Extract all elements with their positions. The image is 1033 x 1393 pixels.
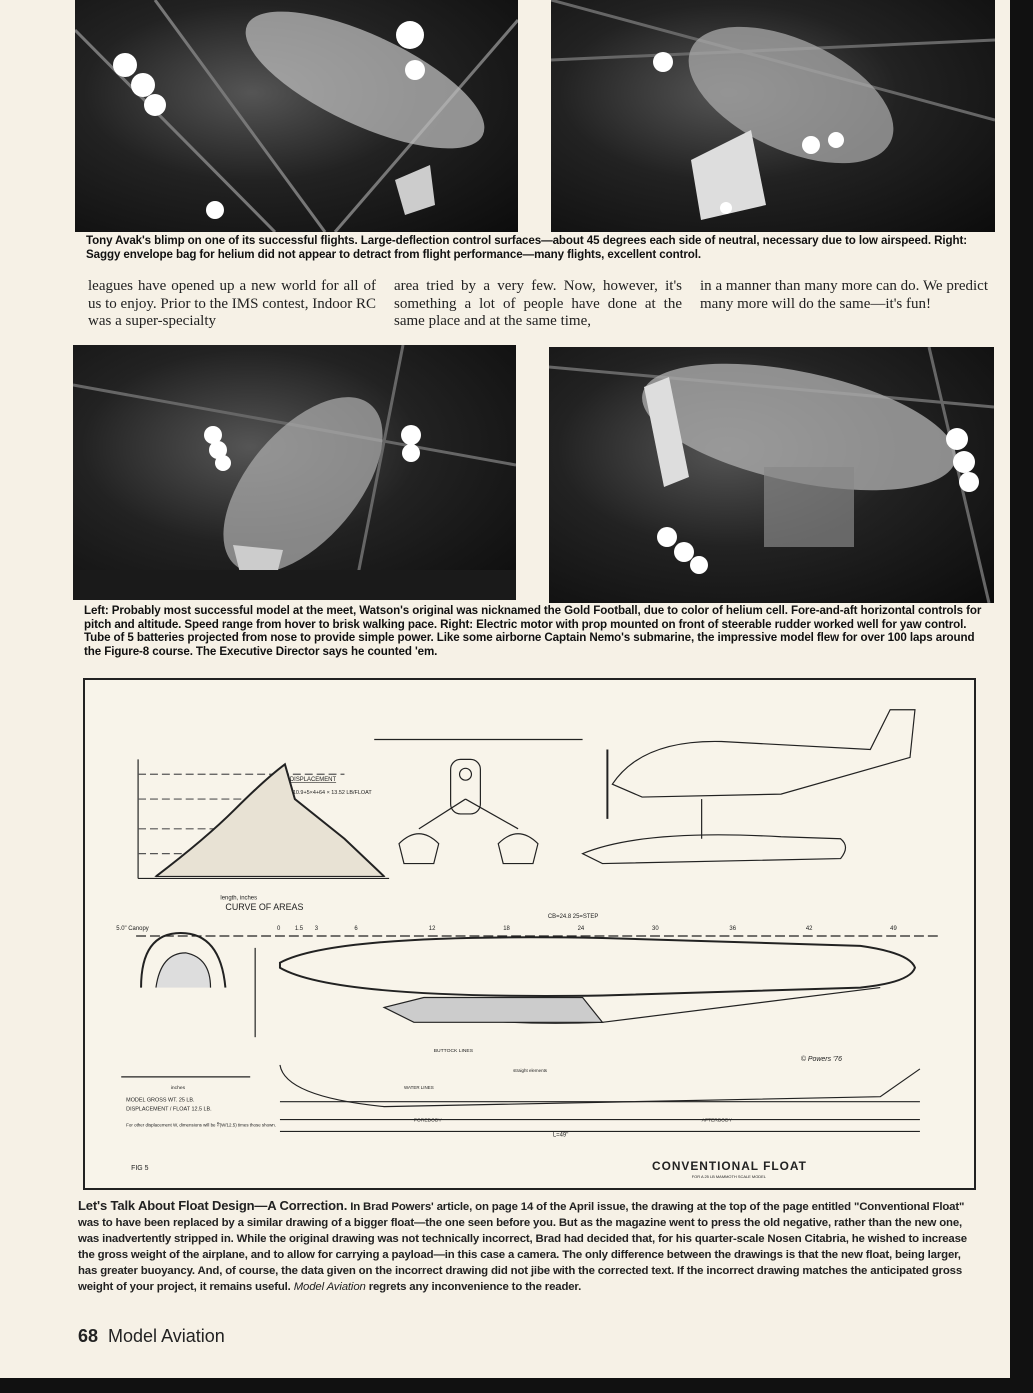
- photo-blimp-flight: [75, 0, 518, 232]
- svg-text:WATER LINES: WATER LINES: [404, 1085, 434, 1090]
- svg-text:30: 30: [652, 926, 659, 932]
- float-profile-view: FOREBODY AFTERBODY L=49" WATER LINES str…: [279, 1064, 921, 1138]
- correction-text: In Brad Powers' article, on page 14 of t…: [78, 1201, 967, 1293]
- svg-text:L=49": L=49": [553, 1132, 568, 1138]
- svg-text:49: 49: [890, 926, 897, 932]
- correction-notice: Let's Talk About Float Design—A Correcti…: [78, 1198, 978, 1295]
- svg-text:24: 24: [578, 926, 585, 932]
- scaling-note: For other displacement W, dimensions wil…: [126, 1122, 276, 1127]
- svg-text:36: 36: [729, 926, 736, 932]
- airplane-side-view: [581, 709, 916, 865]
- artist-signature: © Powers '76: [801, 1055, 842, 1063]
- svg-text:0: 0: [277, 926, 281, 932]
- caption-middle: Left: Probably most successful model at …: [84, 604, 982, 658]
- photo-electric-blimp: [549, 347, 994, 603]
- page-footer: 68 Model Aviation: [78, 1326, 225, 1347]
- gross-weight: MODEL GROSS WT. 25 LB.: [126, 1098, 195, 1104]
- svg-text:AFTERBODY: AFTERBODY: [702, 1118, 733, 1124]
- svg-text:1.5: 1.5: [295, 926, 304, 932]
- body-column-3: in a manner than many more can do. We pr…: [700, 278, 988, 312]
- svg-text:6: 6: [354, 926, 358, 932]
- caption-top: Tony Avak's blimp on one of its successf…: [86, 234, 967, 261]
- displacement-label: DISPLACEMENT: [290, 777, 337, 783]
- svg-text:5.0" Canopy: 5.0" Canopy: [116, 926, 149, 932]
- svg-text:42: 42: [806, 926, 813, 932]
- body-column-2: area tried by a very few. Now, however, …: [394, 278, 682, 329]
- magazine-title: Model Aviation: [108, 1326, 225, 1346]
- buttock-lines-label: BUTTOCK LINES: [434, 1048, 474, 1054]
- svg-text:inches: inches: [171, 1085, 186, 1091]
- body-column-1: leagues have opened up a new world for a…: [88, 278, 376, 329]
- photo-saggy-envelope: [551, 0, 995, 232]
- magazine-page: Tony Avak's blimp on one of its successf…: [0, 0, 1010, 1378]
- svg-text:18: 18: [503, 926, 510, 932]
- displacement-per-float: DISPLACEMENT / FLOAT 12.5 LB.: [126, 1107, 212, 1113]
- figure-number: FIG 5: [131, 1165, 148, 1172]
- magazine-name-italic: Model Aviation: [293, 1281, 366, 1293]
- svg-text:straight elements: straight elements: [513, 1068, 548, 1073]
- float-plan-view: [140, 932, 917, 1038]
- correction-heading: Let's Talk About Float Design—A Correcti…: [78, 1198, 348, 1213]
- drawing-subtitle: FOR A 25 LB MAMMOTH SCALE MODEL: [692, 1174, 767, 1179]
- displacement-formula: 10.9+5×4+64 × 13.52 LB/FLOAT: [293, 790, 372, 796]
- svg-text:FOREBODY: FOREBODY: [414, 1118, 442, 1124]
- correction-closing: regrets any inconvenience to the reader.: [368, 1281, 582, 1293]
- page-number: 68: [78, 1326, 99, 1346]
- curve-of-areas: CURVE OF AREAS length, inches DISPLACEME…: [137, 759, 390, 912]
- scale-bar: inches: [121, 1076, 251, 1091]
- drawing-title: CONVENTIONAL FLOAT: [652, 1159, 807, 1173]
- svg-text:3: 3: [315, 926, 319, 932]
- curve-title: CURVE OF AREAS: [225, 902, 303, 912]
- article-body: leagues have opened up a new world for a…: [88, 278, 988, 331]
- svg-text:12: 12: [429, 926, 436, 932]
- conventional-float-drawing: CURVE OF AREAS length, inches DISPLACEME…: [83, 678, 976, 1190]
- svg-text:CB=24.8 25=STEP: CB=24.8 25=STEP: [548, 914, 599, 920]
- curve-xlabel: length, inches: [220, 895, 257, 901]
- float-front-view: [374, 738, 583, 865]
- photo-gold-football: [73, 345, 516, 600]
